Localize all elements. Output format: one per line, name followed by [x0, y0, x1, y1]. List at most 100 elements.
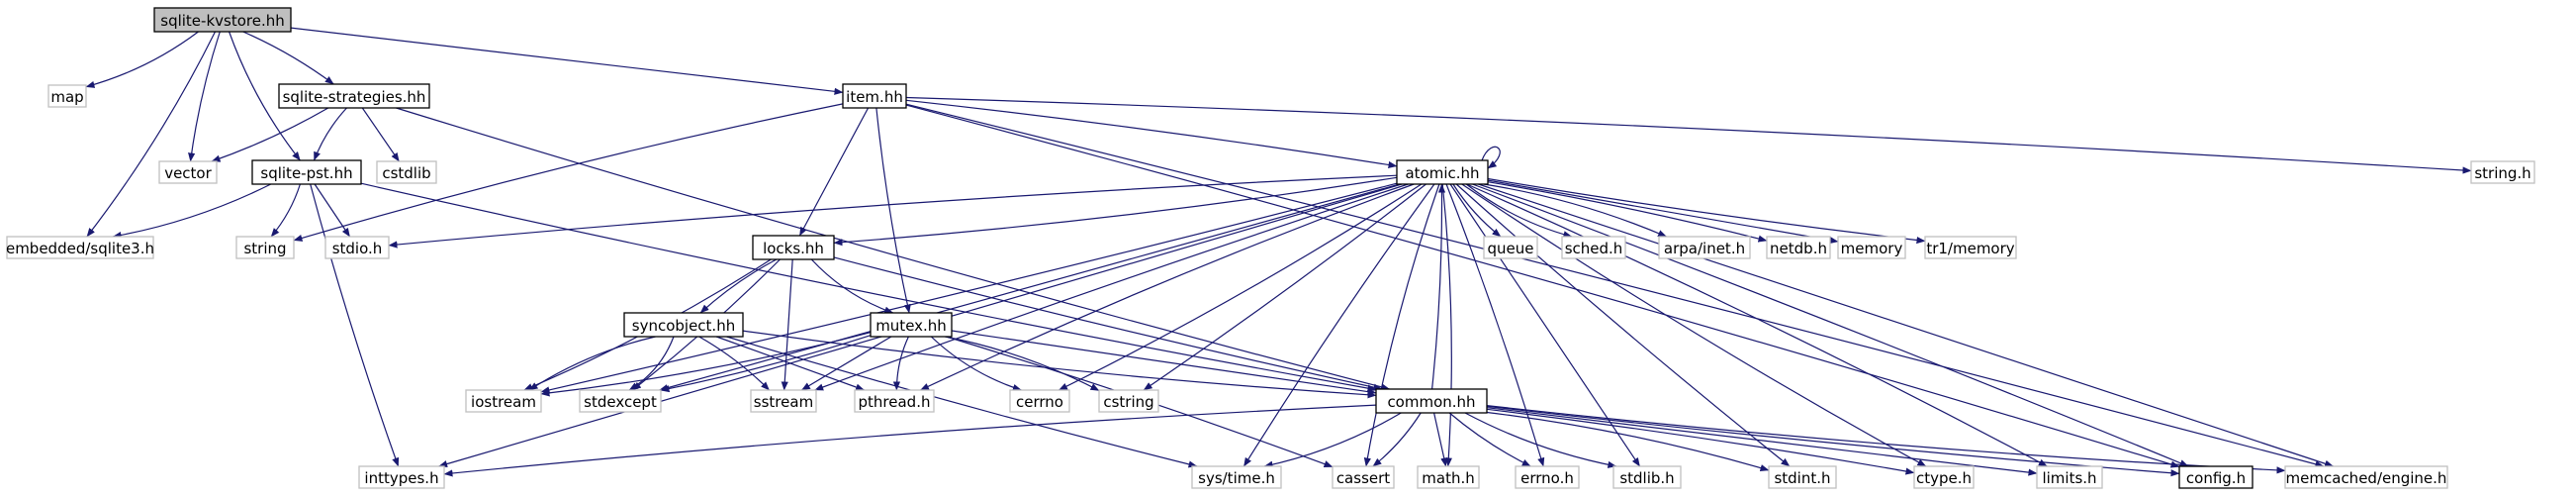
edge-mutex-to-iostream — [540, 332, 872, 397]
edge-atomic-to-arpa-inet — [1483, 183, 1668, 238]
node-label: sched.h — [1565, 240, 1623, 257]
node-label: common.hh — [1387, 393, 1475, 411]
edge-common-to-ctype — [1486, 408, 1915, 475]
node-box — [1483, 236, 1538, 259]
node-label: cerrno — [1016, 393, 1063, 411]
edge-atomic-to-config — [1472, 183, 2189, 467]
edge-common-to-limits — [1486, 407, 2038, 476]
edge-item-to-locks — [798, 107, 870, 237]
node-label: memcached/engine.h — [2286, 469, 2447, 487]
edge-atomic-to-math — [1441, 183, 1452, 467]
edge-atomic-to-cassert — [1363, 183, 1440, 467]
edge-sqlite-pst-to-stdio — [314, 183, 351, 238]
edge-atomic-to-cstring — [1143, 183, 1426, 391]
node-mutex[interactable]: mutex.hh — [870, 312, 953, 338]
node-label: string.h — [2474, 164, 2530, 182]
node-cerrno: cerrno — [1009, 389, 1070, 413]
node-stdint: stdint.h — [1768, 465, 1837, 489]
edge-item-to-memcached-engine — [905, 103, 2325, 468]
node-stdexcept: stdexcept — [579, 389, 662, 413]
node-embedded-sqlite3: embedded/sqlite3.h — [6, 236, 154, 259]
edge-atomic-to-cerrno — [1058, 183, 1423, 391]
node-box — [158, 160, 218, 184]
node-label: tr1/memory — [1926, 240, 2014, 257]
edge-sqlite-kvstore-to-sqlite-pst — [229, 31, 301, 161]
edge-sqlite-kvstore-to-vector — [188, 31, 221, 162]
node-cstdlib: cstdlib — [376, 160, 437, 184]
node-label: item.hh — [846, 88, 903, 106]
node-syncobject[interactable]: syncobject.hh — [623, 312, 744, 338]
edge-common-to-atomic — [1431, 183, 1446, 390]
node-sqlite-pst[interactable]: sqlite-pst.hh — [251, 159, 362, 185]
node-locks[interactable]: locks.hh — [752, 235, 835, 260]
edge-atomic-to-atomic — [1481, 146, 1501, 169]
edge-locks-to-syncobject — [699, 258, 778, 314]
edge-atomic-to-limits — [1466, 183, 2048, 467]
node-ctype: ctype.h — [1913, 465, 1975, 489]
node-iostream: iostream — [465, 389, 542, 413]
node-item[interactable]: item.hh — [842, 83, 907, 109]
node-label: stdio.h — [332, 240, 383, 257]
edge-atomic-to-sstream — [814, 183, 1409, 391]
node-box — [153, 7, 292, 33]
edge-sqlite-pst-to-inttypes — [310, 183, 400, 467]
node-box — [1191, 465, 1282, 489]
node-memcached-engine: memcached/engine.h — [2284, 465, 2448, 489]
node-label: errno.h — [1520, 469, 1574, 487]
node-box — [1766, 236, 1831, 259]
edge-syncobject-to-sys-time — [726, 336, 1198, 468]
edge-atomic-to-stdexcept — [659, 183, 1400, 392]
node-box — [1924, 236, 2017, 259]
node-stdlib: stdlib.h — [1612, 465, 1682, 489]
node-label: stdlib.h — [1619, 469, 1674, 487]
node-box — [6, 236, 154, 259]
node-inttypes: inttypes.h — [358, 465, 445, 489]
node-box — [1768, 465, 1837, 489]
edge-syncobject-to-sstream — [698, 336, 771, 391]
node-box — [1658, 236, 1751, 259]
node-box — [1561, 236, 1626, 259]
edge-common-to-inttypes — [443, 404, 1377, 477]
node-vector: vector — [158, 160, 218, 184]
node-sys-time: sys/time.h — [1191, 465, 1282, 489]
node-config[interactable]: config.h — [2178, 465, 2254, 489]
node-queue: queue — [1483, 236, 1538, 259]
node-label: cstdlib — [382, 164, 430, 182]
node-atomic[interactable]: atomic.hh — [1396, 159, 1489, 185]
edge-sqlite-strategies-to-cstdlib — [361, 107, 400, 162]
edge-atomic-to-sched — [1465, 183, 1573, 239]
edge-sqlite-pst-to-common — [360, 182, 1377, 392]
node-box — [623, 312, 744, 338]
edge-syncobject-to-iostream — [528, 336, 656, 391]
edge-mutex-to-pthread — [892, 336, 909, 391]
node-label: stdint.h — [1774, 469, 1830, 487]
node-memory: memory — [1837, 236, 1906, 259]
node-sqlite-kvstore[interactable]: sqlite-kvstore.hh — [153, 7, 292, 33]
node-label: iostream — [471, 393, 536, 411]
node-string-h: string.h — [2470, 160, 2535, 184]
node-sqlite-strategies[interactable]: sqlite-strategies.hh — [278, 83, 430, 109]
node-box — [752, 235, 835, 260]
node-label: netdb.h — [1770, 240, 1827, 257]
node-box — [1009, 389, 1070, 413]
node-box — [1098, 389, 1159, 413]
edge-item-to-mutex — [875, 107, 911, 314]
edge-atomic-to-tr1-memory — [1487, 177, 1926, 245]
node-box — [235, 236, 295, 259]
node-box — [1332, 465, 1395, 489]
node-pthread: pthread.h — [854, 389, 935, 413]
node-common[interactable]: common.hh — [1375, 388, 1488, 414]
node-tr1-memory: tr1/memory — [1924, 236, 2017, 259]
node-label: arpa/inet.h — [1664, 240, 1745, 257]
node-label: pthread.h — [859, 393, 931, 411]
node-box — [854, 389, 935, 413]
edge-syncobject-to-common — [742, 330, 1377, 399]
edge-syncobject-to-stdexcept — [628, 336, 675, 391]
node-label: embedded/sqlite3.h — [6, 240, 154, 257]
edge-atomic-to-netdb — [1487, 181, 1768, 243]
node-box — [1913, 465, 1975, 489]
node-label: config.h — [2186, 469, 2246, 487]
edge-locks-to-common — [833, 256, 1383, 391]
edge-mutex-to-common — [951, 330, 1377, 396]
